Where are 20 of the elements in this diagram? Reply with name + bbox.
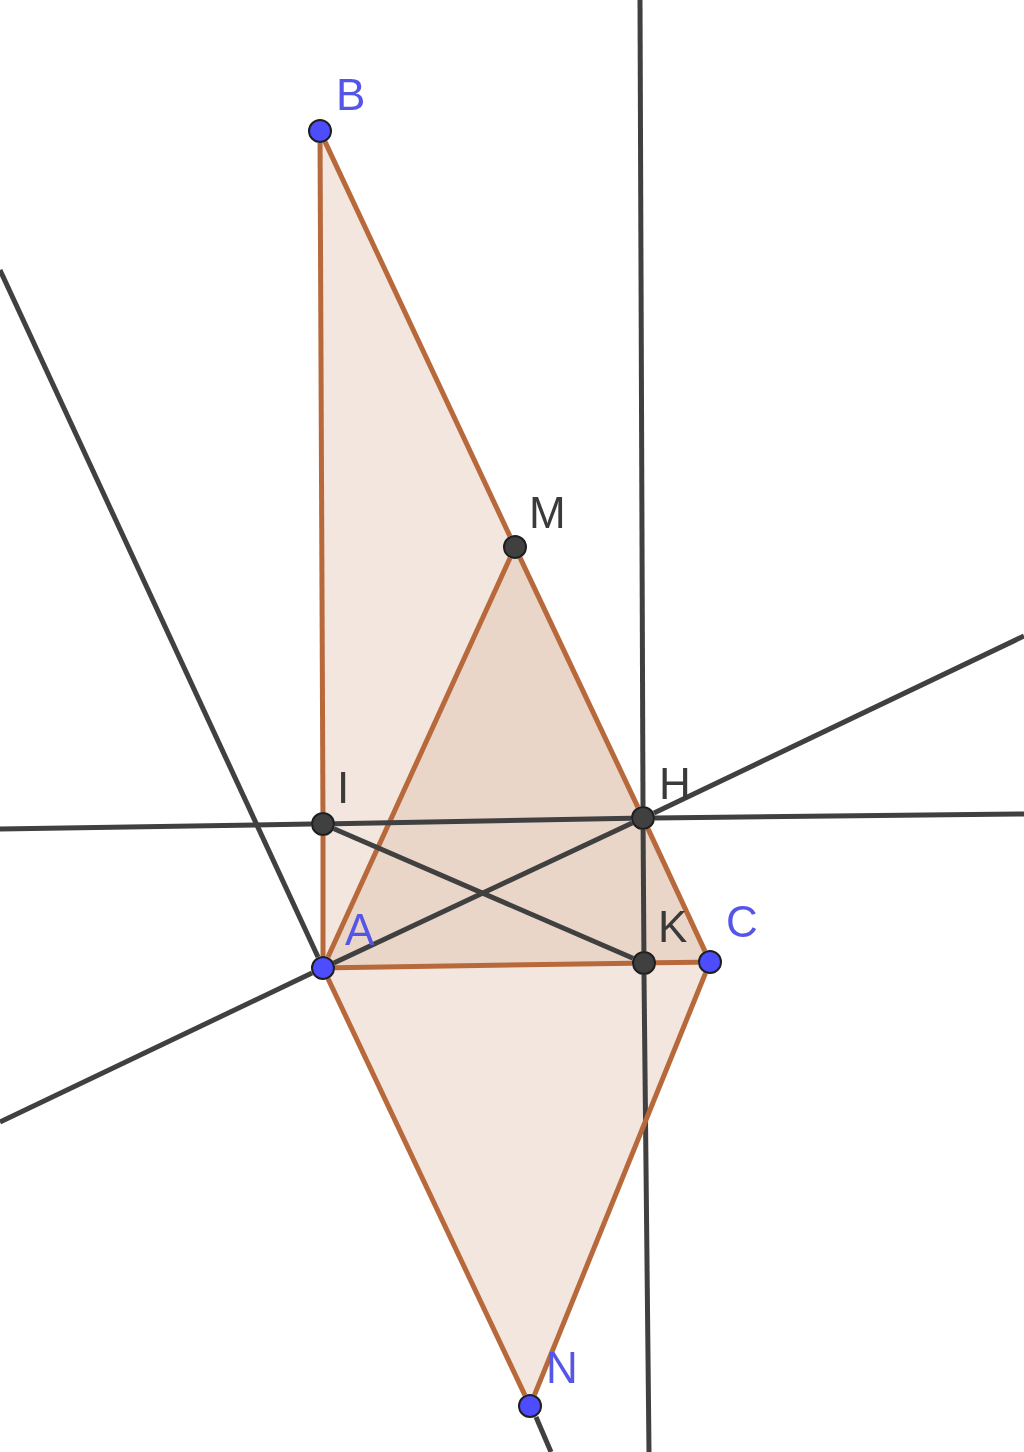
line-segment — [334, 960, 633, 971]
line-segment — [655, 959, 699, 966]
line-segment — [325, 556, 513, 959]
line-segment — [325, 977, 528, 1397]
point-label: H — [659, 762, 691, 806]
point-label: I — [337, 766, 350, 810]
line-segment — [334, 815, 632, 827]
point-label: M — [529, 491, 566, 535]
point-label: N — [546, 1346, 578, 1390]
line-segment — [320, 836, 326, 956]
point-label: B — [336, 73, 366, 117]
point-label: C — [726, 900, 758, 944]
line-segment — [322, 140, 513, 538]
line-segment — [532, 972, 708, 1396]
point-label: K — [658, 905, 688, 949]
line-segment — [317, 143, 326, 812]
line-segment — [645, 827, 708, 953]
line-segment — [640, 830, 647, 951]
point-label: A — [345, 908, 375, 952]
line-segment — [517, 556, 641, 809]
